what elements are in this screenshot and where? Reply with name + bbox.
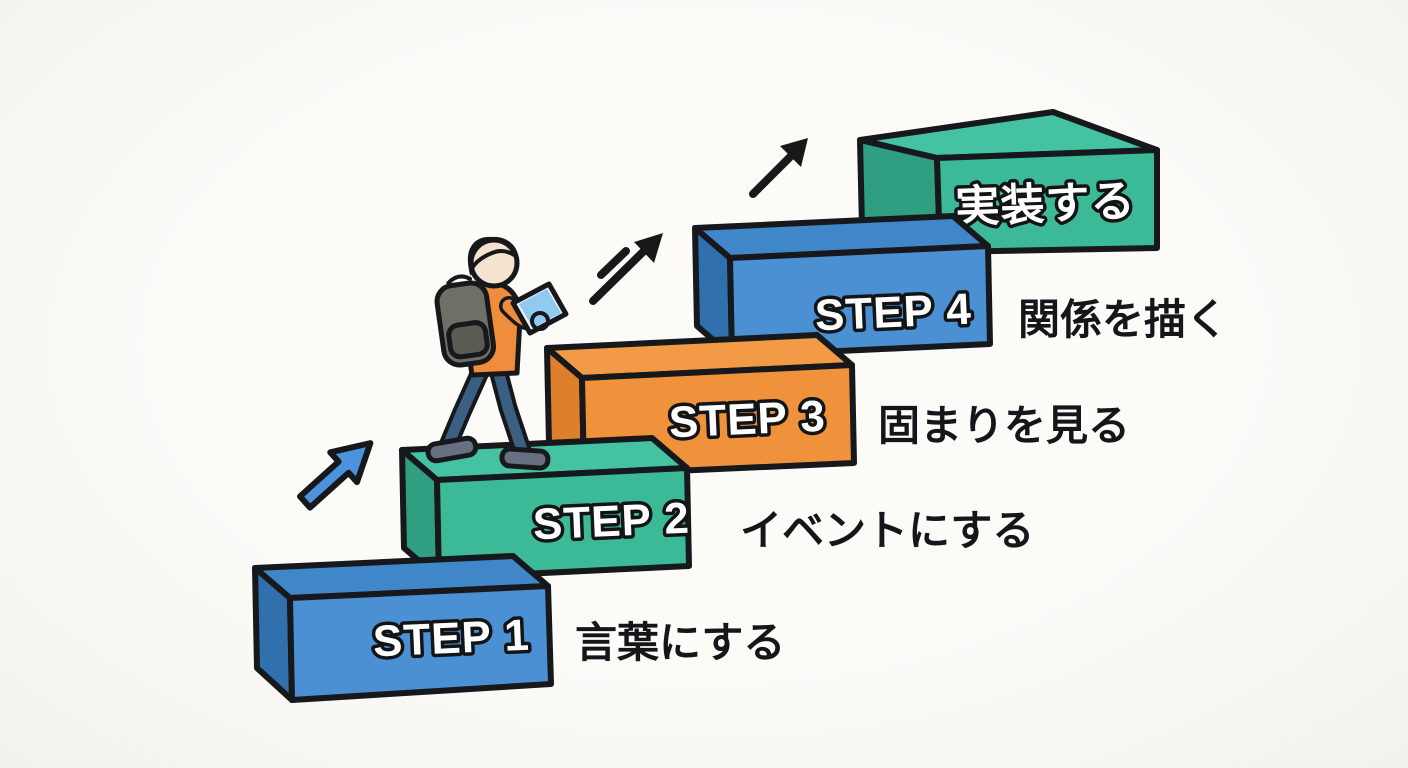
step2-block: STEP 2 xyxy=(399,435,694,581)
step2-label: STEP 2 xyxy=(532,494,691,550)
step4-block: STEP 4 xyxy=(692,213,993,359)
person-back-shoe xyxy=(425,435,479,464)
person-backpack-pocket xyxy=(446,320,490,360)
step3-caption: 固まりを見る xyxy=(878,402,1130,449)
step4-label: STEP 4 xyxy=(814,285,973,341)
goal-label: 実装する xyxy=(955,177,1137,232)
sketch-arrow-top-icon xyxy=(749,138,808,198)
sketch-arrow-mid-icon xyxy=(589,233,663,305)
step1-block: STEP 1 xyxy=(252,553,554,703)
sketch-arrow-mid-head xyxy=(634,233,663,263)
person-climbing-with-tablet xyxy=(425,236,569,471)
goal-block: 実装する xyxy=(857,109,1160,255)
step1-caption: 言葉にする xyxy=(575,619,785,666)
step2-caption: イベントにする xyxy=(740,507,1034,554)
step3-label: STEP 3 xyxy=(668,392,827,448)
sketch-arrow-mid-dash xyxy=(597,247,630,279)
sketch-arrow-mid-shaft xyxy=(589,241,654,305)
blue-up-arrow-icon xyxy=(296,440,374,511)
person-hair xyxy=(467,236,519,277)
person-backpack-handle xyxy=(446,274,473,285)
person-back-leg xyxy=(443,366,486,449)
step1-front-face xyxy=(287,583,554,703)
tablet-screen xyxy=(519,289,561,328)
sketch-arrow-top-head xyxy=(780,138,808,167)
step4-caption: 関係を描く xyxy=(1018,296,1228,343)
step4-front-face xyxy=(727,243,993,359)
person-hand xyxy=(530,311,550,331)
step1-label: STEP 1 xyxy=(372,611,531,667)
person-backpack-group xyxy=(434,274,497,368)
step2-front-face xyxy=(434,465,692,581)
sketch-arrow-top-shaft xyxy=(749,147,800,198)
person-front-leg xyxy=(492,364,528,456)
person-front-shoe xyxy=(499,446,551,471)
step3-block: STEP 3 xyxy=(544,332,857,478)
